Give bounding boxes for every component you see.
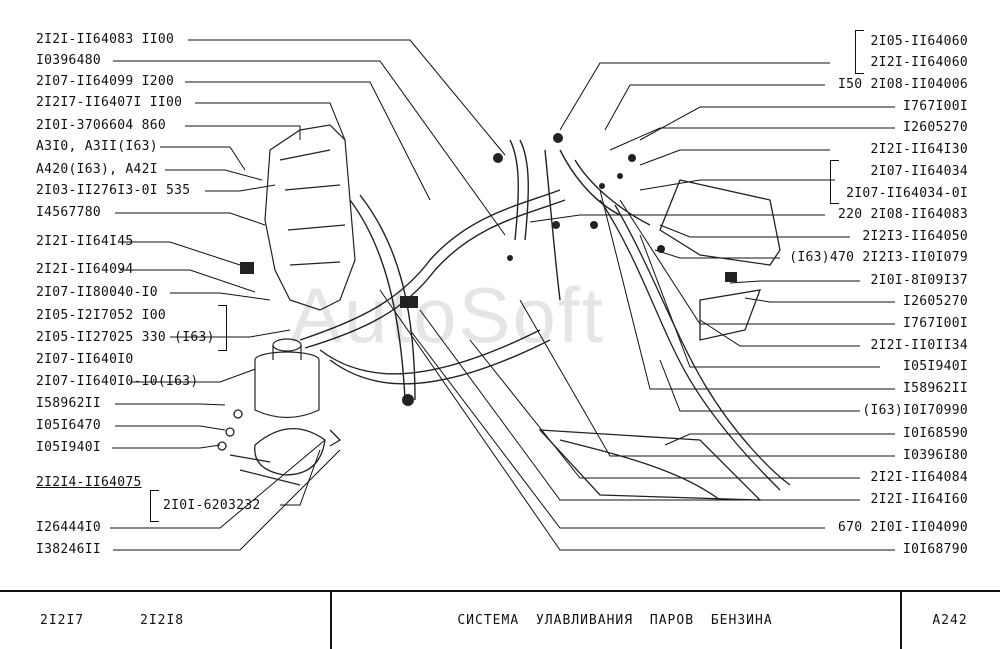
part-label: A420(I63), A42I xyxy=(36,162,158,177)
part-label: 2I2I3-II64050 xyxy=(862,229,968,244)
page-title: СИСТЕМА УЛАВЛИВАНИЯ ПАРОВ БЕНЗИНА xyxy=(457,613,773,628)
part-label: 2I05-I2I7052 I00 xyxy=(36,308,167,323)
part-label: 2I07-II64099 I200 xyxy=(36,74,175,89)
part-label: 2I03-II276I3-0I 535 xyxy=(36,183,191,198)
part-label: 220 2I08-II64083 xyxy=(837,207,968,222)
diagram-drawing xyxy=(110,39,895,551)
part-label: 2I07-II640I0-I0(I63) xyxy=(36,374,199,389)
part-label: I58962II xyxy=(902,381,968,396)
part-label: I767I00I xyxy=(902,99,968,114)
part-label: 2I2I-II64I30 xyxy=(870,142,968,157)
part-label: 2I07-II64034 xyxy=(870,164,968,179)
part-label: 670 2I0I-II04090 xyxy=(837,520,968,535)
part-label: 2I2I7-II6407I II00 xyxy=(36,95,183,110)
part-label: I2605270 xyxy=(902,294,968,309)
part-label: 2I0I-8I09I37 xyxy=(870,273,968,288)
part-label: 2I0I-3706604 860 xyxy=(36,118,167,133)
part-label: 2I2I-II64094 xyxy=(36,262,134,277)
part-label: I38246II xyxy=(36,542,102,557)
divider xyxy=(330,592,332,649)
model-code-a: 2I2I7 xyxy=(40,613,85,628)
part-label: I26444I0 xyxy=(36,520,102,535)
part-label: 2I2I-II64I60 xyxy=(870,492,968,507)
part-label: 2I05-II27025 330 (I63) xyxy=(36,330,215,345)
part-label: 2I07-II640I0 xyxy=(36,352,134,367)
group-bracket xyxy=(855,30,864,74)
part-label: I58962II xyxy=(36,396,102,411)
part-label: (I63)470 2I2I3-II0I079 xyxy=(789,250,968,265)
part-label: 2I2I-II64I45 xyxy=(36,234,134,249)
title-block: 2I2I7 2I2I8 СИСТЕМА УЛАВЛИВАНИЯ ПАРОВ БЕ… xyxy=(0,590,1000,649)
part-label: I05I940I xyxy=(36,440,102,455)
part-label: I0I68590 xyxy=(902,426,968,441)
part-label: 2I2I-II64083 II00 xyxy=(36,32,175,47)
part-label: 2I2I-II64084 xyxy=(870,470,968,485)
part-label: I50 2I08-II04006 xyxy=(837,77,968,92)
part-label: A3I0, A3II(I63) xyxy=(36,139,158,154)
divider xyxy=(900,592,902,649)
page-number: A242 xyxy=(932,613,968,628)
part-label: I4567780 xyxy=(36,205,102,220)
part-label: (I63)I0I70990 xyxy=(862,403,968,418)
part-label: I767I00I xyxy=(902,316,968,331)
part-label: 2I2I-II64060 xyxy=(870,55,968,70)
part-label: I0396480 xyxy=(36,53,102,68)
group-bracket xyxy=(830,160,839,204)
part-label: 2I07-II64034-0I xyxy=(846,186,968,201)
part-label: I05I6470 xyxy=(36,418,102,433)
part-label: I0396I80 xyxy=(902,448,968,463)
part-label: I2605270 xyxy=(902,120,968,135)
fuel-vapor-diagram: AutoSoft 2I2I-II64083 II00 I0396480 2I07… xyxy=(36,30,968,557)
part-label: 2I2I-II0II34 xyxy=(870,338,968,353)
part-label: 2I07-II80040-I0 xyxy=(36,285,158,300)
part-label: I0I68790 xyxy=(902,542,968,557)
part-label: 2I05-II64060 xyxy=(870,34,968,49)
group-bracket xyxy=(218,305,227,351)
part-label: I05I940I xyxy=(902,359,968,374)
group-bracket xyxy=(150,490,159,522)
model-code-b: 2I2I8 xyxy=(140,613,185,628)
part-label: 2I0I-6203232 xyxy=(163,498,261,513)
part-label: 2I2I4-II64075 xyxy=(36,475,142,490)
